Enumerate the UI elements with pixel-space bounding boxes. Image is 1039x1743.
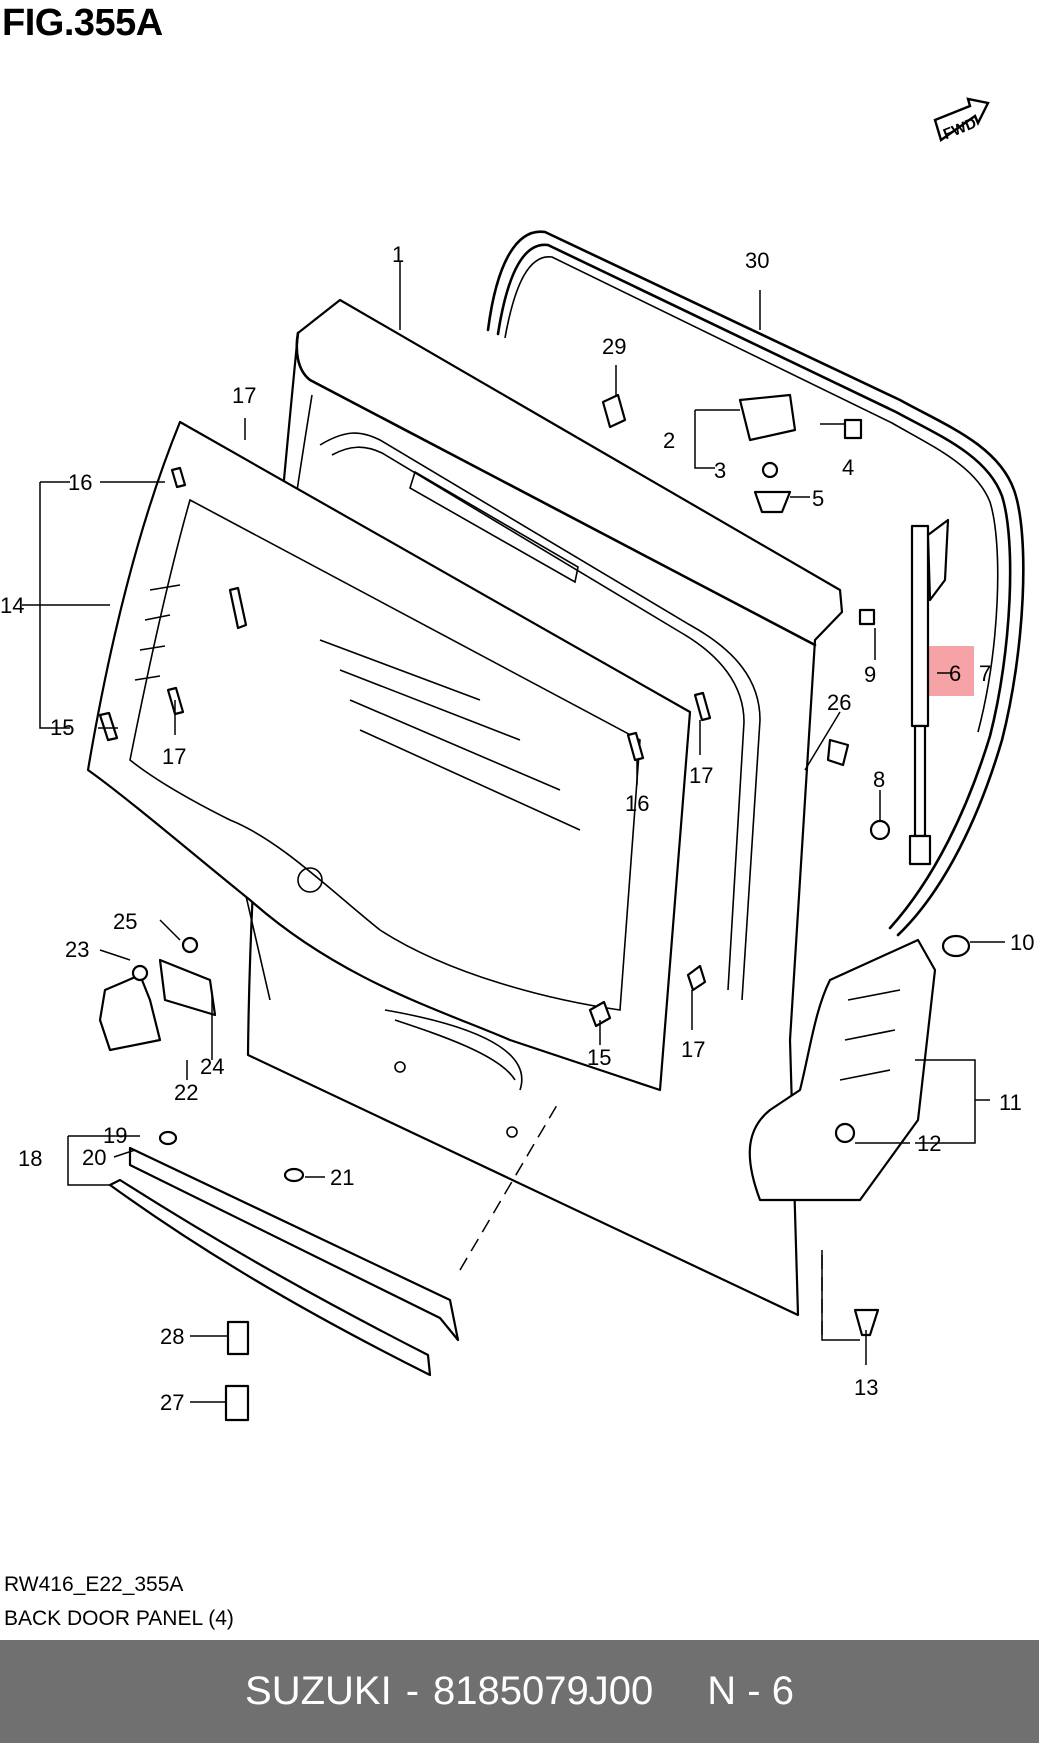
callout-30: 30: [745, 248, 769, 273]
screw-25: [181, 936, 199, 954]
callout-17: 17: [232, 383, 256, 408]
callout-15: 15: [50, 715, 74, 740]
gas-strut: [908, 518, 950, 866]
figure-title: FIG.355A: [2, 2, 163, 44]
hinge-bracket: [738, 393, 797, 442]
callout-29: 29: [602, 334, 626, 359]
bolt-4: [843, 418, 863, 440]
latch-22: [98, 973, 162, 1052]
callout-23: 23: [65, 937, 89, 962]
spoiler-garnish: [108, 1146, 460, 1377]
callout-9: 9: [864, 662, 876, 687]
callout-labels: 1 2 3 4 5 6 7 8 9 10 11 12 13 14 15 15 1…: [0, 242, 1034, 1415]
callout-27: 27: [160, 1390, 184, 1415]
callout-19: 19: [103, 1123, 127, 1148]
footer-sequence: N - 6: [707, 1669, 794, 1713]
footer-separator: -: [405, 1669, 420, 1713]
leader-lines: [22, 262, 1005, 1403]
washer-21: [283, 1167, 305, 1183]
latch-cover-24: [158, 958, 217, 1017]
callout-13: 13: [854, 1375, 878, 1400]
figure-code: RW416_E22_355A: [4, 1573, 184, 1596]
callout-4: 4: [842, 455, 854, 480]
callout-16: 16: [68, 470, 92, 495]
exploded-parts-diagram: FWD: [0, 97, 1034, 1422]
callout-22: 22: [174, 1080, 198, 1105]
bolt-9: [858, 608, 876, 626]
stud-8: [869, 819, 891, 841]
hardware-parts: [98, 393, 971, 1422]
callout-10: 10: [1010, 930, 1034, 955]
callout-11: 11: [999, 1090, 1022, 1115]
clip-29: [601, 393, 627, 429]
callout-21: 21: [330, 1165, 354, 1190]
pad-28: [226, 1320, 250, 1356]
footer-bar: SUZUKI - 8185079J00 N - 6: [0, 1640, 1039, 1743]
footer-part-number: 8185079J00: [433, 1669, 654, 1713]
nut-5: [753, 490, 792, 514]
stopper-10: [941, 934, 971, 958]
callout-18: 18: [18, 1146, 42, 1171]
screw-23: [131, 964, 149, 982]
weatherstrip: [486, 230, 1025, 937]
callout-2: 2: [663, 428, 675, 453]
callout-25: 25: [113, 909, 137, 934]
callout-1: 1: [392, 242, 404, 267]
fwd-arrow-icon: FWD: [933, 97, 990, 143]
footer-brand: SUZUKI: [245, 1669, 392, 1713]
side-trim-panel: [748, 938, 937, 1202]
callout-28: 28: [160, 1324, 184, 1349]
clip-26: [826, 738, 850, 767]
callout-8: 8: [873, 767, 885, 792]
highlight-box: [923, 646, 974, 696]
washer-3: [761, 461, 779, 479]
callout-3: 3: [714, 458, 726, 483]
callout-17c: 17: [689, 763, 713, 788]
callout-17d: 17: [681, 1037, 705, 1062]
callout-5: 5: [812, 486, 824, 511]
callout-12: 12: [917, 1131, 941, 1156]
callout-7: 7: [979, 661, 991, 686]
callout-24: 24: [200, 1054, 224, 1079]
callout-16b: 16: [625, 791, 649, 816]
callout-6: 6: [949, 661, 961, 686]
callout-20: 20: [82, 1145, 106, 1170]
pad-27: [224, 1384, 250, 1422]
clip-13: [853, 1308, 880, 1337]
figure-name: BACK DOOR PANEL (4): [4, 1607, 234, 1630]
washer-19: [158, 1130, 178, 1146]
callout-17b: 17: [162, 744, 186, 769]
callout-26: 26: [827, 690, 851, 715]
screw-12: [834, 1122, 856, 1144]
callout-14: 14: [0, 593, 24, 618]
callout-15b: 15: [587, 1045, 611, 1070]
